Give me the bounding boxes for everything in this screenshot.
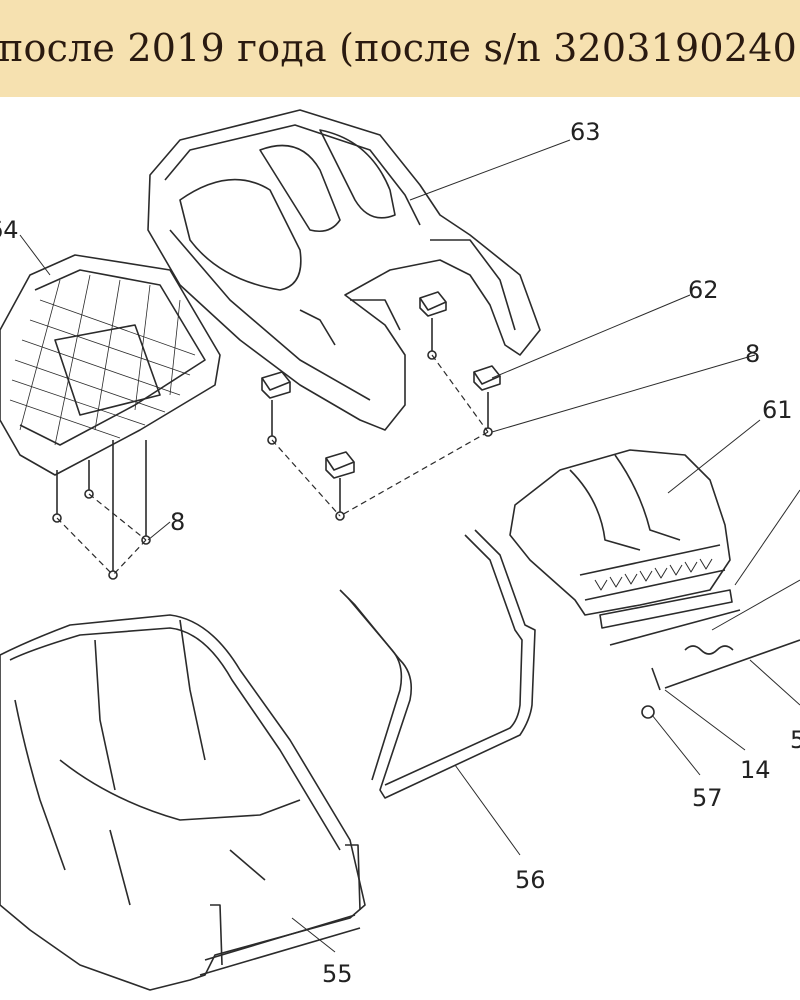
part-64-grille-insert <box>0 254 221 476</box>
rods-and-spring <box>609 609 800 691</box>
callout-5x: 5 <box>790 726 800 754</box>
callout-8-left: 8 <box>170 508 185 536</box>
callout-8-top: 8 <box>745 340 760 368</box>
part-61-rear-cover <box>509 449 733 629</box>
banner-title: после 2019 года (после s/n 3203190240 <box>0 26 797 70</box>
callout-64: 64 <box>0 216 19 244</box>
callout-56: 56 <box>515 866 546 894</box>
dashed-assembly-lines <box>56 354 489 576</box>
leader-lines <box>19 139 800 953</box>
callout-61: 61 <box>762 396 793 424</box>
screws <box>52 318 493 580</box>
part-57-nut <box>641 705 655 719</box>
part-56-handle-frame <box>339 529 536 799</box>
callout-55: 55 <box>322 960 353 988</box>
part-55-grass-catcher <box>0 614 366 991</box>
callout-62: 62 <box>688 276 719 304</box>
callout-57: 57 <box>692 784 723 812</box>
part-63-upper-cover <box>147 109 541 431</box>
callout-63: 63 <box>570 118 601 146</box>
callout-14: 14 <box>740 756 771 784</box>
part-62-connector-blocks <box>261 291 501 479</box>
title-banner: после 2019 года (после s/n 3203190240 <box>0 0 800 97</box>
